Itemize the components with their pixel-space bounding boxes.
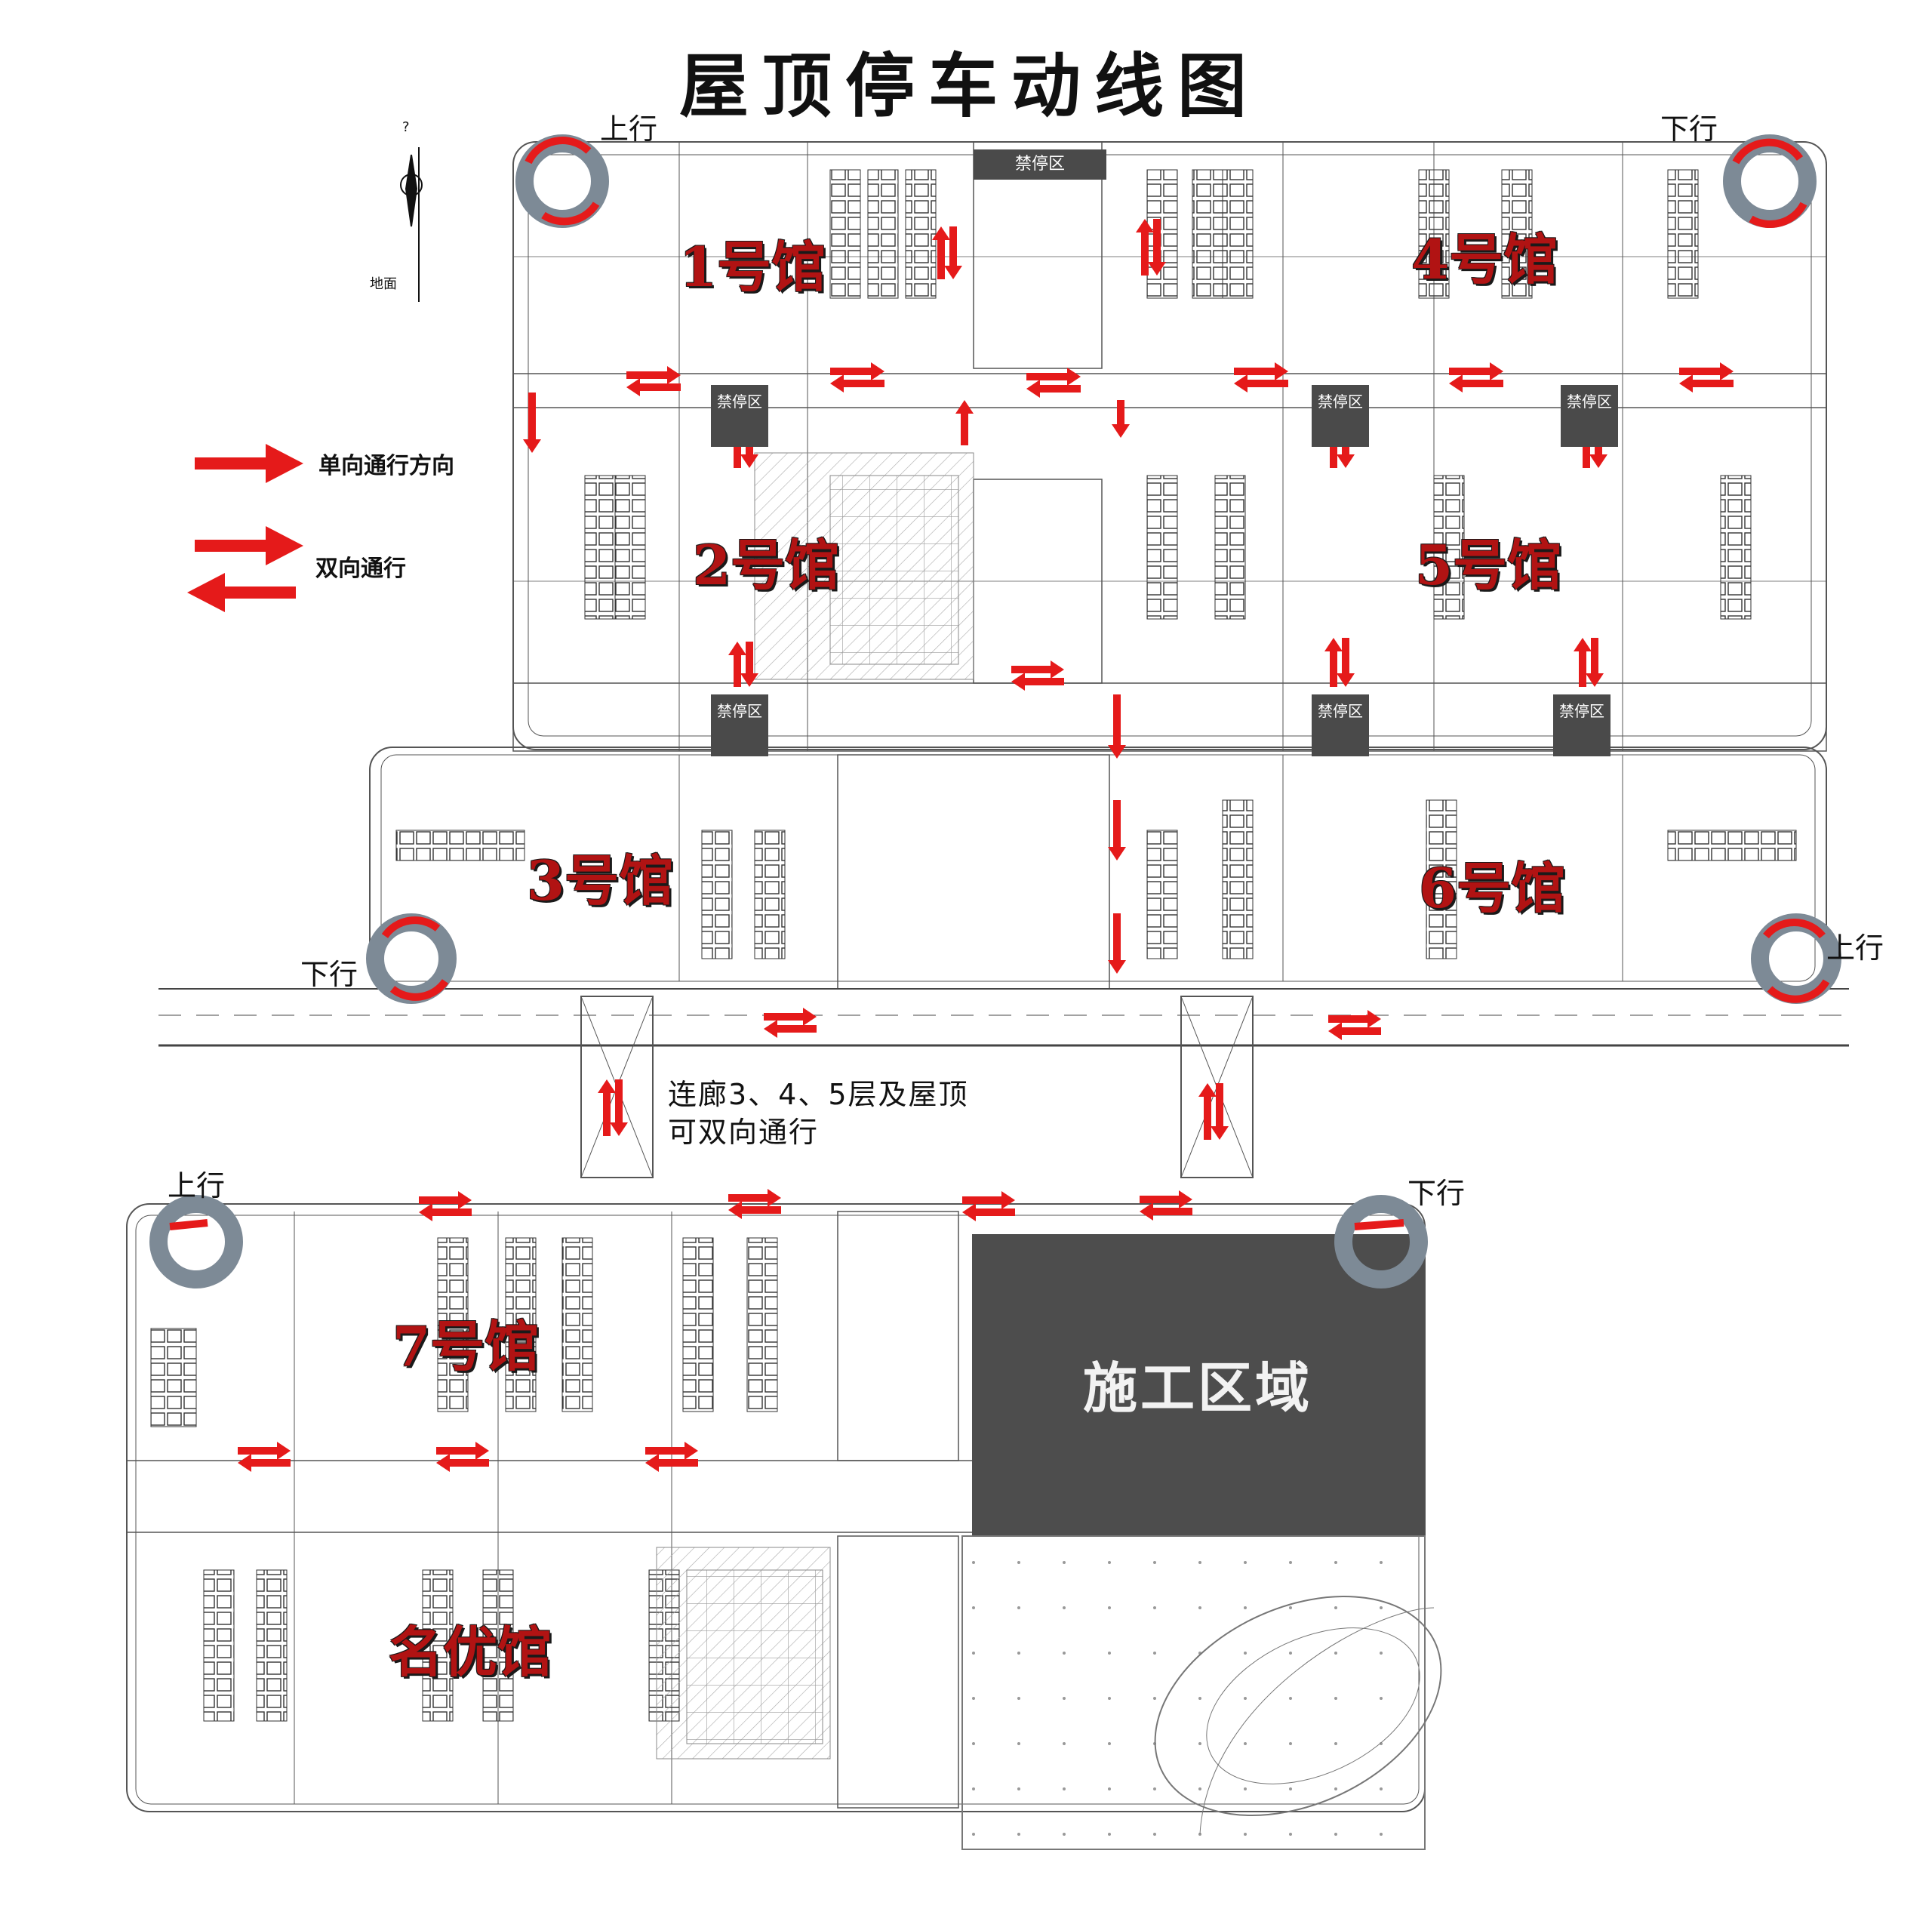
corridor-note-line2: 可双向通行 xyxy=(668,1116,820,1149)
two-way-v-2-up xyxy=(728,642,746,687)
ramp-up-label-e: 上行 xyxy=(1826,931,1884,965)
no-parking-label-6: 禁停区 xyxy=(1553,694,1611,756)
two-way-road-e-east xyxy=(1328,1010,1381,1028)
two-way-road-w-east xyxy=(764,1008,817,1026)
ramp-sw xyxy=(149,1195,243,1288)
parking-stalls-north xyxy=(584,169,1752,620)
two-way-south-mid-2-west xyxy=(645,1454,698,1472)
two-way-mid-road-west xyxy=(1011,673,1064,691)
two-way-bridge-e-up xyxy=(1198,1083,1217,1140)
two-way-north-road-5-west xyxy=(1679,374,1734,393)
two-way-mid-road-east xyxy=(1011,660,1064,679)
no-parking-label-5: 禁停区 xyxy=(1312,694,1369,756)
two-way-road-e-west xyxy=(1328,1022,1381,1040)
two-way-south-mid-2-east xyxy=(645,1442,698,1460)
construction-zone xyxy=(972,1234,1425,1536)
grid-zone-hall2 xyxy=(829,475,959,665)
two-way-v-4-up xyxy=(1136,219,1154,276)
hall-6-label: 6号馆 xyxy=(1419,856,1566,920)
two-way-v-5a-down xyxy=(1337,638,1355,687)
hall-mingyou-label: 名优馆 xyxy=(389,1620,552,1684)
compass-north-mark: ? xyxy=(402,119,410,135)
two-way-north-road-5-east xyxy=(1679,362,1734,380)
two-way-north-road-4-east xyxy=(1449,362,1503,380)
two-way-south-top-0-east xyxy=(419,1191,472,1209)
no-parking-label-top: 禁停区 xyxy=(974,149,1106,180)
two-way-south-top-2-east xyxy=(962,1191,1015,1209)
ramp-down-label-se: 下行 xyxy=(1407,1177,1466,1210)
hall-3-label: 3号馆 xyxy=(527,848,674,913)
one-way-down-4 xyxy=(1108,913,1126,974)
ramp-down-label-ne: 下行 xyxy=(1660,112,1718,146)
two-way-north-road-1-east xyxy=(830,362,884,380)
two-way-south-top-3-east xyxy=(1140,1190,1192,1208)
two-way-road-w-west xyxy=(764,1020,817,1038)
no-parking-label-3: 禁停区 xyxy=(1561,385,1618,447)
hall-1-label: 1号馆 xyxy=(679,235,826,299)
two-way-north-road-2-east xyxy=(1026,368,1081,386)
two-way-bridge-w-down xyxy=(610,1079,628,1136)
two-way-south-mid-0-east xyxy=(238,1442,291,1460)
two-way-north-road-0-east xyxy=(626,366,681,384)
one-way-down-1 xyxy=(1112,400,1130,438)
two-way-south-mid-1-east xyxy=(436,1442,489,1460)
legend-arrows xyxy=(187,444,303,612)
two-way-bridge-e-down xyxy=(1211,1083,1229,1140)
two-way-south-mid-1-west xyxy=(436,1454,489,1472)
plaza xyxy=(961,1535,1442,1850)
two-way-v-1-up xyxy=(932,226,950,279)
legend-one-way-label: 单向通行方向 xyxy=(318,453,454,479)
two-way-v-5b-up xyxy=(1574,638,1592,687)
two-way-bridge-w-up xyxy=(598,1079,616,1136)
two-way-north-road-1-west xyxy=(830,374,884,393)
two-way-v-2-down xyxy=(740,642,758,687)
two-way-south-top-0-west xyxy=(419,1203,472,1221)
two-way-north-road-3-east xyxy=(1234,362,1288,380)
compass-ground-label: 地面 xyxy=(370,276,397,292)
hall-4-label: 4号馆 xyxy=(1411,227,1558,291)
parking-stalls-middle xyxy=(395,799,1797,959)
two-way-v-5a-up xyxy=(1324,638,1343,687)
compass xyxy=(400,147,423,302)
one-way-down-3 xyxy=(1108,800,1126,861)
grid-zone-mingyou xyxy=(686,1569,823,1744)
one-way-west-down xyxy=(523,393,541,453)
ramp-up-label-sw: 上行 xyxy=(168,1169,226,1202)
legend-two-way-label: 双向通行 xyxy=(315,556,406,582)
two-way-v-4-down xyxy=(1148,219,1166,276)
no-parking-label-2: 禁停区 xyxy=(1312,385,1369,447)
two-way-north-road-0-west xyxy=(626,378,681,396)
two-way-south-mid-0-west xyxy=(238,1454,291,1472)
corridor-note: 连廊3、4、5层及屋顶 可双向通行 xyxy=(668,1076,969,1151)
no-parking-label-4: 禁停区 xyxy=(711,694,768,756)
parking-stalls-south xyxy=(150,1237,778,1722)
two-way-v-5b-down xyxy=(1586,638,1604,687)
two-way-north-road-2-west xyxy=(1026,380,1081,398)
hall-7-label: 7号馆 xyxy=(392,1314,540,1378)
corridor-note-line1: 连廊3、4、5层及屋顶 xyxy=(668,1078,969,1111)
hall-2-label: 2号馆 xyxy=(693,533,840,597)
one-way-up-1 xyxy=(955,400,974,445)
page-title: 屋顶停车动线图 xyxy=(678,46,1260,127)
traffic-arrows xyxy=(238,219,1734,1472)
construction-zone-label: 施工区域 xyxy=(1083,1356,1313,1420)
two-way-south-top-2-west xyxy=(962,1203,1015,1221)
ramp-arrows xyxy=(169,137,1830,1230)
two-way-south-top-3-west xyxy=(1140,1202,1192,1221)
two-way-v-1-down xyxy=(944,226,962,279)
two-way-south-top-1-west xyxy=(728,1201,781,1219)
ramp-up-label-nw: 上行 xyxy=(600,112,658,146)
ramp-se xyxy=(1334,1195,1428,1288)
one-way-down-2 xyxy=(1108,694,1126,759)
hall-5-label: 5号馆 xyxy=(1415,533,1562,597)
two-way-south-top-1-east xyxy=(728,1189,781,1207)
two-way-north-road-4-west xyxy=(1449,374,1503,393)
two-way-north-road-3-west xyxy=(1234,374,1288,393)
no-parking-label-1: 禁停区 xyxy=(711,385,768,447)
ramp-down-label-w: 下行 xyxy=(300,958,358,991)
